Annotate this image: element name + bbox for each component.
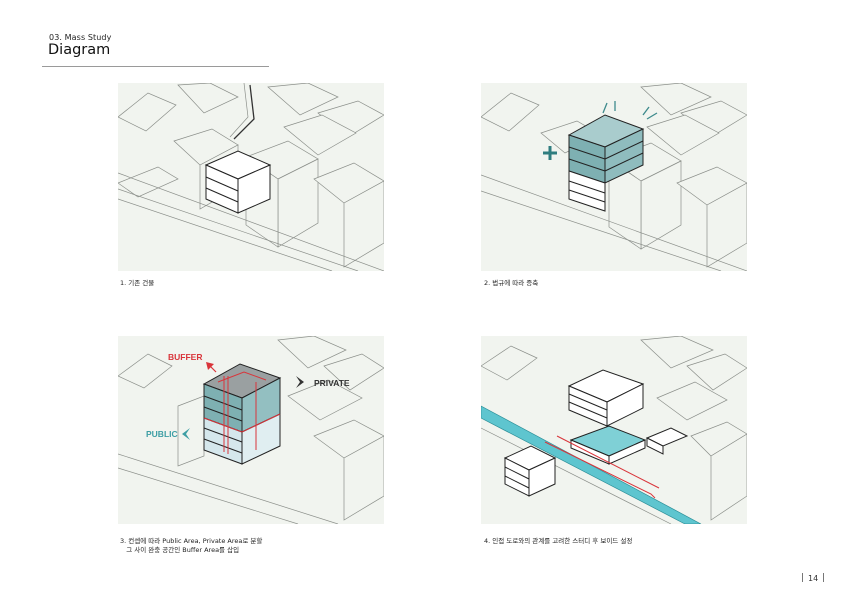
page-number: 14 <box>797 573 829 583</box>
zoning-diagram: BUFFER PRIVATE PUBLIC <box>118 336 384 524</box>
public-label: PUBLIC <box>146 429 178 439</box>
panel-1-caption: 1. 기존 건물 <box>120 279 155 287</box>
diagram-panel-4 <box>481 336 747 524</box>
existing-building-diagram <box>118 83 384 271</box>
panel-4-caption: 4. 인접 도로와의 관계를 고려한 스터디 후 보이드 설정 <box>484 537 633 545</box>
page-number-divider <box>823 573 825 582</box>
chevron-right-icon <box>296 376 304 388</box>
void-diagram <box>481 336 747 524</box>
section-label: 03. Mass Study <box>49 33 112 42</box>
chevron-left-icon <box>182 428 190 440</box>
page-number-divider <box>802 573 803 582</box>
private-label: PRIVATE <box>314 378 350 388</box>
title-rule <box>42 66 269 67</box>
flow-lines <box>544 435 660 499</box>
page-number-value: 14 <box>808 574 819 583</box>
diagram-panel-1 <box>118 83 384 271</box>
page-title: Diagram <box>48 42 111 58</box>
extension-diagram <box>481 83 747 271</box>
panel-2-caption: 2. 법규에 따라 증축 <box>484 279 539 287</box>
diagram-panel-2 <box>481 83 747 271</box>
buffer-label: BUFFER <box>168 352 202 362</box>
plus-icon <box>543 146 557 160</box>
buffer-lines <box>203 371 281 454</box>
ray-marks <box>602 101 658 120</box>
panel-3-caption: 3. 컨셉에 따라 Public Area, Private Area로 분할 … <box>120 537 263 554</box>
diagram-panel-3: BUFFER PRIVATE PUBLIC <box>118 336 384 524</box>
